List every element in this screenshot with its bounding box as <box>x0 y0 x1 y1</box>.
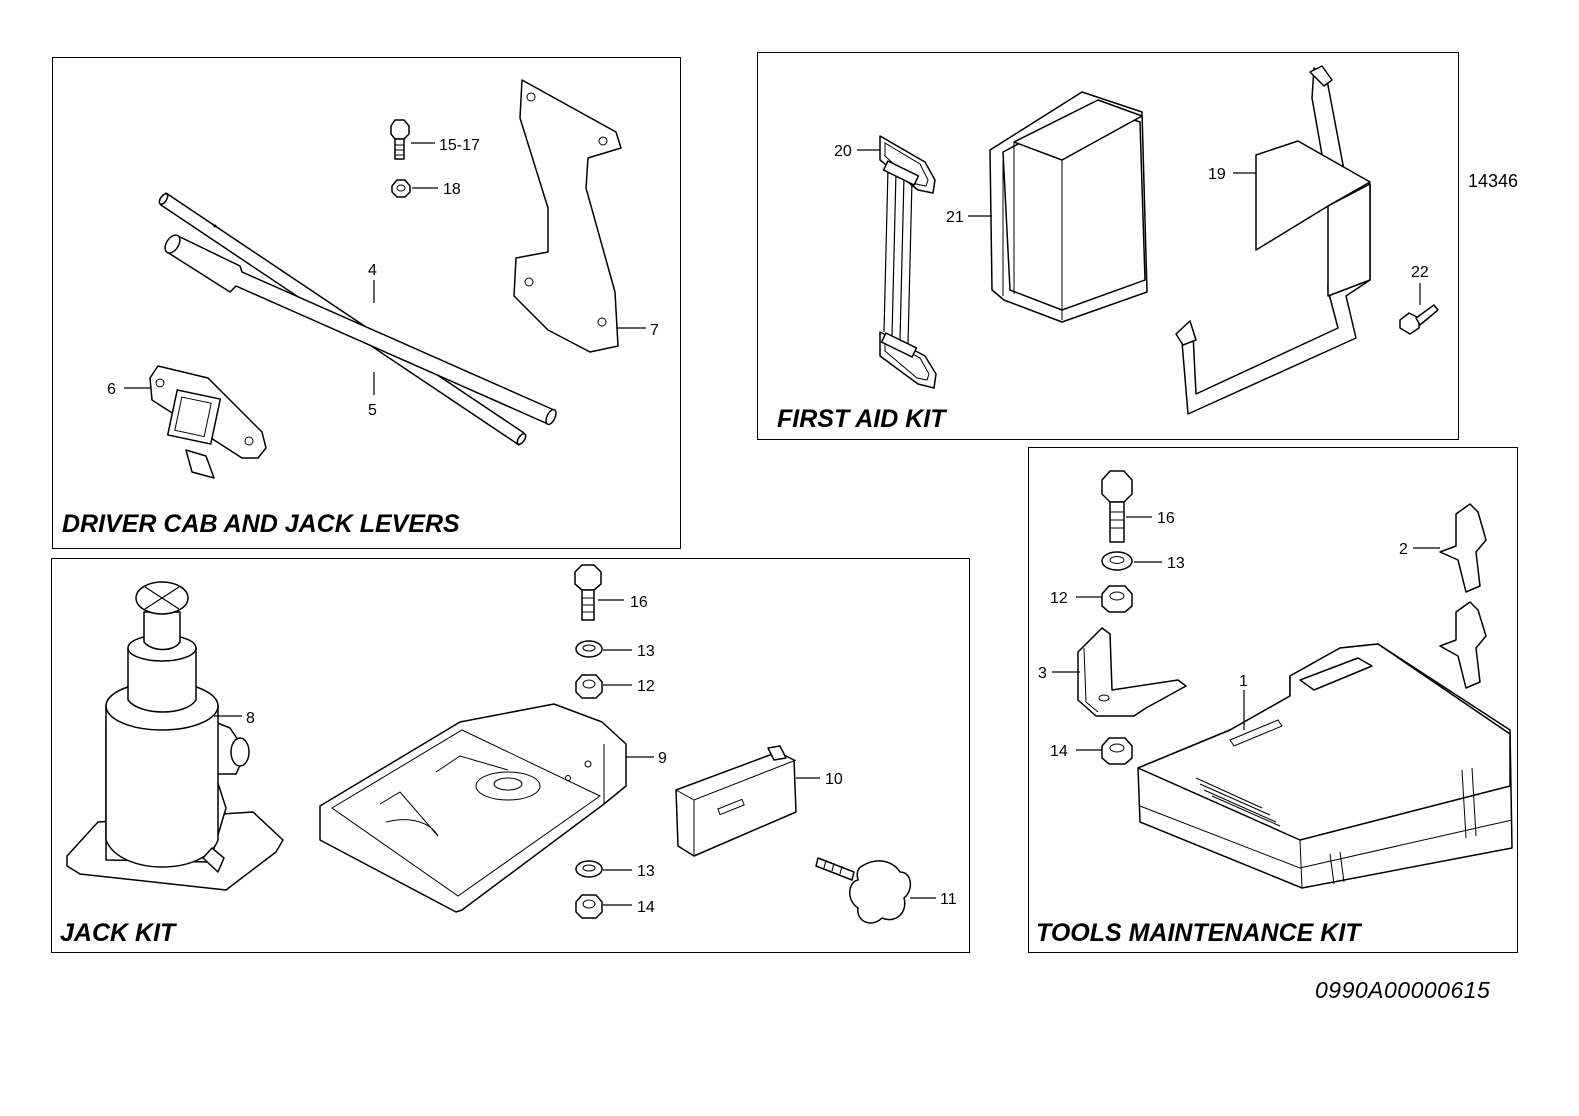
panel-title-driver-cab: DRIVER CAB AND JACK LEVERS <box>62 510 460 538</box>
part-latch-6 <box>149 365 267 479</box>
callout-14: 14 <box>1050 743 1068 760</box>
callout-9: 9 <box>658 750 667 767</box>
part-wedge-10 <box>675 745 797 857</box>
part-knob-11 <box>815 857 912 924</box>
part-strap-20 <box>879 135 937 389</box>
part-nut-14 <box>575 894 603 919</box>
panel-title-jack-kit: JACK KIT <box>60 919 176 947</box>
callout-2: 2 <box>1399 541 1408 558</box>
part-jack-lever-5 <box>164 234 557 426</box>
callout-16: 16 <box>1157 510 1175 527</box>
tools-leaders <box>1052 516 1440 751</box>
part-washer-13-a <box>575 640 603 658</box>
callout-4: 4 <box>368 262 377 279</box>
document-reference: 0990A00000615 <box>1315 977 1491 1003</box>
part-first-aid-box-21 <box>989 91 1148 323</box>
callout-7: 7 <box>650 322 659 339</box>
callout-18: 18 <box>443 181 461 198</box>
part-nut-18 <box>391 179 411 198</box>
first-aid-leaders <box>857 149 1421 305</box>
callout-10: 10 <box>825 771 843 788</box>
callout-15-17: 15-17 <box>439 137 480 154</box>
part-nut-12-tools <box>1101 585 1133 613</box>
part-tool-case-1 <box>1137 643 1513 889</box>
part-nut-14-tools <box>1101 737 1133 765</box>
callout-6: 6 <box>107 381 116 398</box>
callout-12: 12 <box>637 678 655 695</box>
callout-13: 13 <box>637 863 655 880</box>
part-washer-13-tools <box>1101 551 1133 571</box>
callout-12: 12 <box>1050 590 1068 607</box>
part-holder-bracket-19 <box>1175 65 1371 415</box>
callout-16: 16 <box>630 594 648 611</box>
part-bolt-16-tools <box>1101 470 1133 543</box>
callout-19: 19 <box>1208 166 1226 183</box>
figure-number: 14346 <box>1468 171 1519 191</box>
callout-14: 14 <box>637 899 655 916</box>
part-bolt-22 <box>1399 304 1439 335</box>
part-nut-12 <box>575 674 603 699</box>
panel-title-tools-maintenance-kit: TOOLS MAINTENANCE KIT <box>1036 919 1361 947</box>
callout-13: 13 <box>1167 555 1185 572</box>
driver-cab-leaders <box>124 142 646 395</box>
callout-1: 1 <box>1239 673 1248 690</box>
part-bottle-jack-8 <box>66 581 284 891</box>
part-bracket-7 <box>513 79 622 353</box>
jack-kit-leaders <box>214 599 936 906</box>
part-bolt-16 <box>574 564 602 621</box>
callout-8: 8 <box>246 710 255 727</box>
panel-title-first-aid-kit: FIRST AID KIT <box>777 405 946 433</box>
callout-22: 22 <box>1411 264 1429 281</box>
callout-5: 5 <box>368 402 377 419</box>
callout-20: 20 <box>834 143 852 160</box>
callout-11: 11 <box>940 891 957 908</box>
part-jack-base-9 <box>319 703 627 913</box>
callout-13: 13 <box>637 643 655 660</box>
part-angle-bracket-3 <box>1077 627 1187 717</box>
part-washer-13-b <box>575 860 603 878</box>
part-bolt-15-17 <box>390 119 410 160</box>
part-clip-2 <box>1439 503 1487 689</box>
callout-3: 3 <box>1038 665 1047 682</box>
callout-21: 21 <box>946 209 964 226</box>
